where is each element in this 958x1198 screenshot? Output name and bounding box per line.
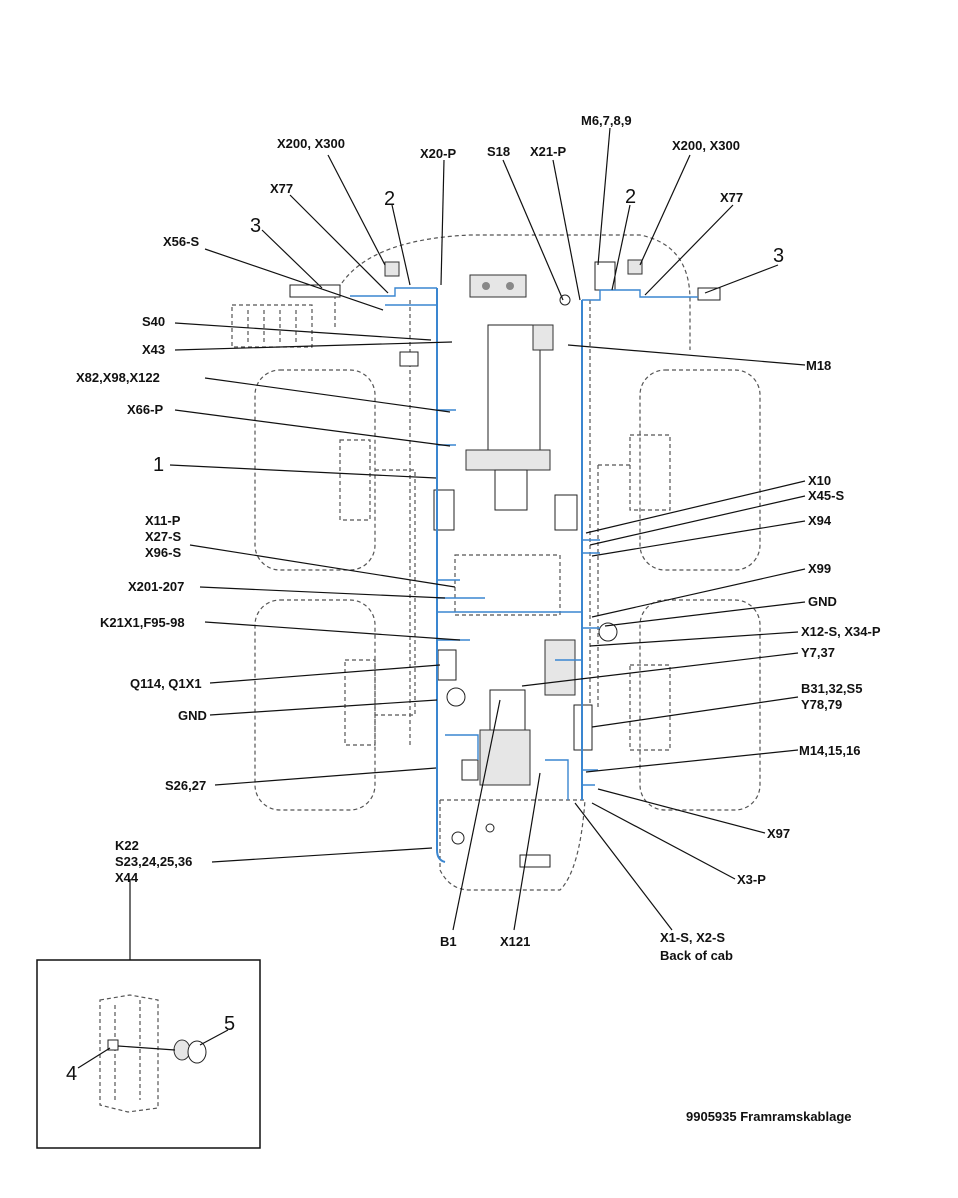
label-back-of-cab: Back of cab [660, 948, 733, 963]
label-x43: X43 [142, 342, 165, 357]
label-x66-p: X66-P [127, 402, 163, 417]
label-x96-s: X96-S [145, 545, 181, 560]
label-x3-p: X3-P [737, 872, 766, 887]
callout-1: 1 [153, 454, 164, 476]
label-gnd-right: GND [808, 594, 837, 609]
vehicle-outline [231, 234, 761, 891]
label-x20-p: X20-P [420, 146, 456, 161]
footer-caption: 9905935 Framramskablage [686, 1109, 852, 1124]
label-x12-x34: X12-S, X34-P [801, 624, 881, 639]
label-x11-p: X11-P [145, 513, 181, 528]
label-m6789: M6,7,8,9 [581, 113, 632, 128]
callout-2-left: 2 [384, 188, 395, 210]
label-gnd-left: GND [178, 708, 207, 723]
leader-lines [129, 127, 806, 960]
label-x200-x300-left: X200, X300 [277, 136, 345, 151]
callout-2-right: 2 [625, 186, 636, 208]
label-x200-x300-right: X200, X300 [672, 138, 740, 153]
callout-3-right: 3 [773, 245, 784, 267]
label-x45-s: X45-S [808, 488, 844, 503]
label-y7-37: Y7,37 [801, 645, 835, 660]
label-k22: K22 [115, 838, 139, 853]
label-x56-s: X56-S [163, 234, 199, 249]
label-q114: Q114, Q1X1 [130, 676, 202, 691]
label-x10: X10 [808, 473, 831, 488]
label-b31: B31,32,S5 [801, 681, 862, 696]
label-m18: M18 [806, 358, 831, 373]
label-x121: X121 [500, 934, 530, 949]
label-x77-right: X77 [720, 190, 743, 205]
label-x82-x98-x122: X82,X98,X122 [76, 370, 160, 385]
label-k21x1: K21X1,F95-98 [100, 615, 185, 630]
callout-5: 5 [224, 1013, 235, 1035]
label-b1: B1 [440, 934, 457, 949]
label-m14: M14,15,16 [799, 743, 860, 758]
label-x21-p: X21-P [530, 144, 566, 159]
label-x44: X44 [115, 870, 139, 885]
label-x1-x2: X1-S, X2-S [660, 930, 725, 945]
detail-inset [36, 959, 261, 1149]
components [289, 259, 721, 868]
callout-4: 4 [66, 1063, 77, 1085]
labels: X200, X300 X20-P S18 X21-P M6,7,8,9 X200… [66, 113, 881, 1124]
label-s18: S18 [487, 144, 510, 159]
label-x77-left: X77 [270, 181, 293, 196]
label-x94: X94 [808, 513, 832, 528]
label-s23: S23,24,25,36 [115, 854, 192, 869]
label-x27-s: X27-S [145, 529, 181, 544]
label-s40: S40 [142, 314, 165, 329]
label-x99: X99 [808, 561, 831, 576]
callout-3-left: 3 [250, 215, 261, 237]
label-y78: Y78,79 [801, 697, 842, 712]
wiring-harness [350, 287, 698, 863]
label-x97: X97 [767, 826, 790, 841]
label-s26: S26,27 [165, 778, 206, 793]
label-x201-207: X201-207 [128, 579, 184, 594]
